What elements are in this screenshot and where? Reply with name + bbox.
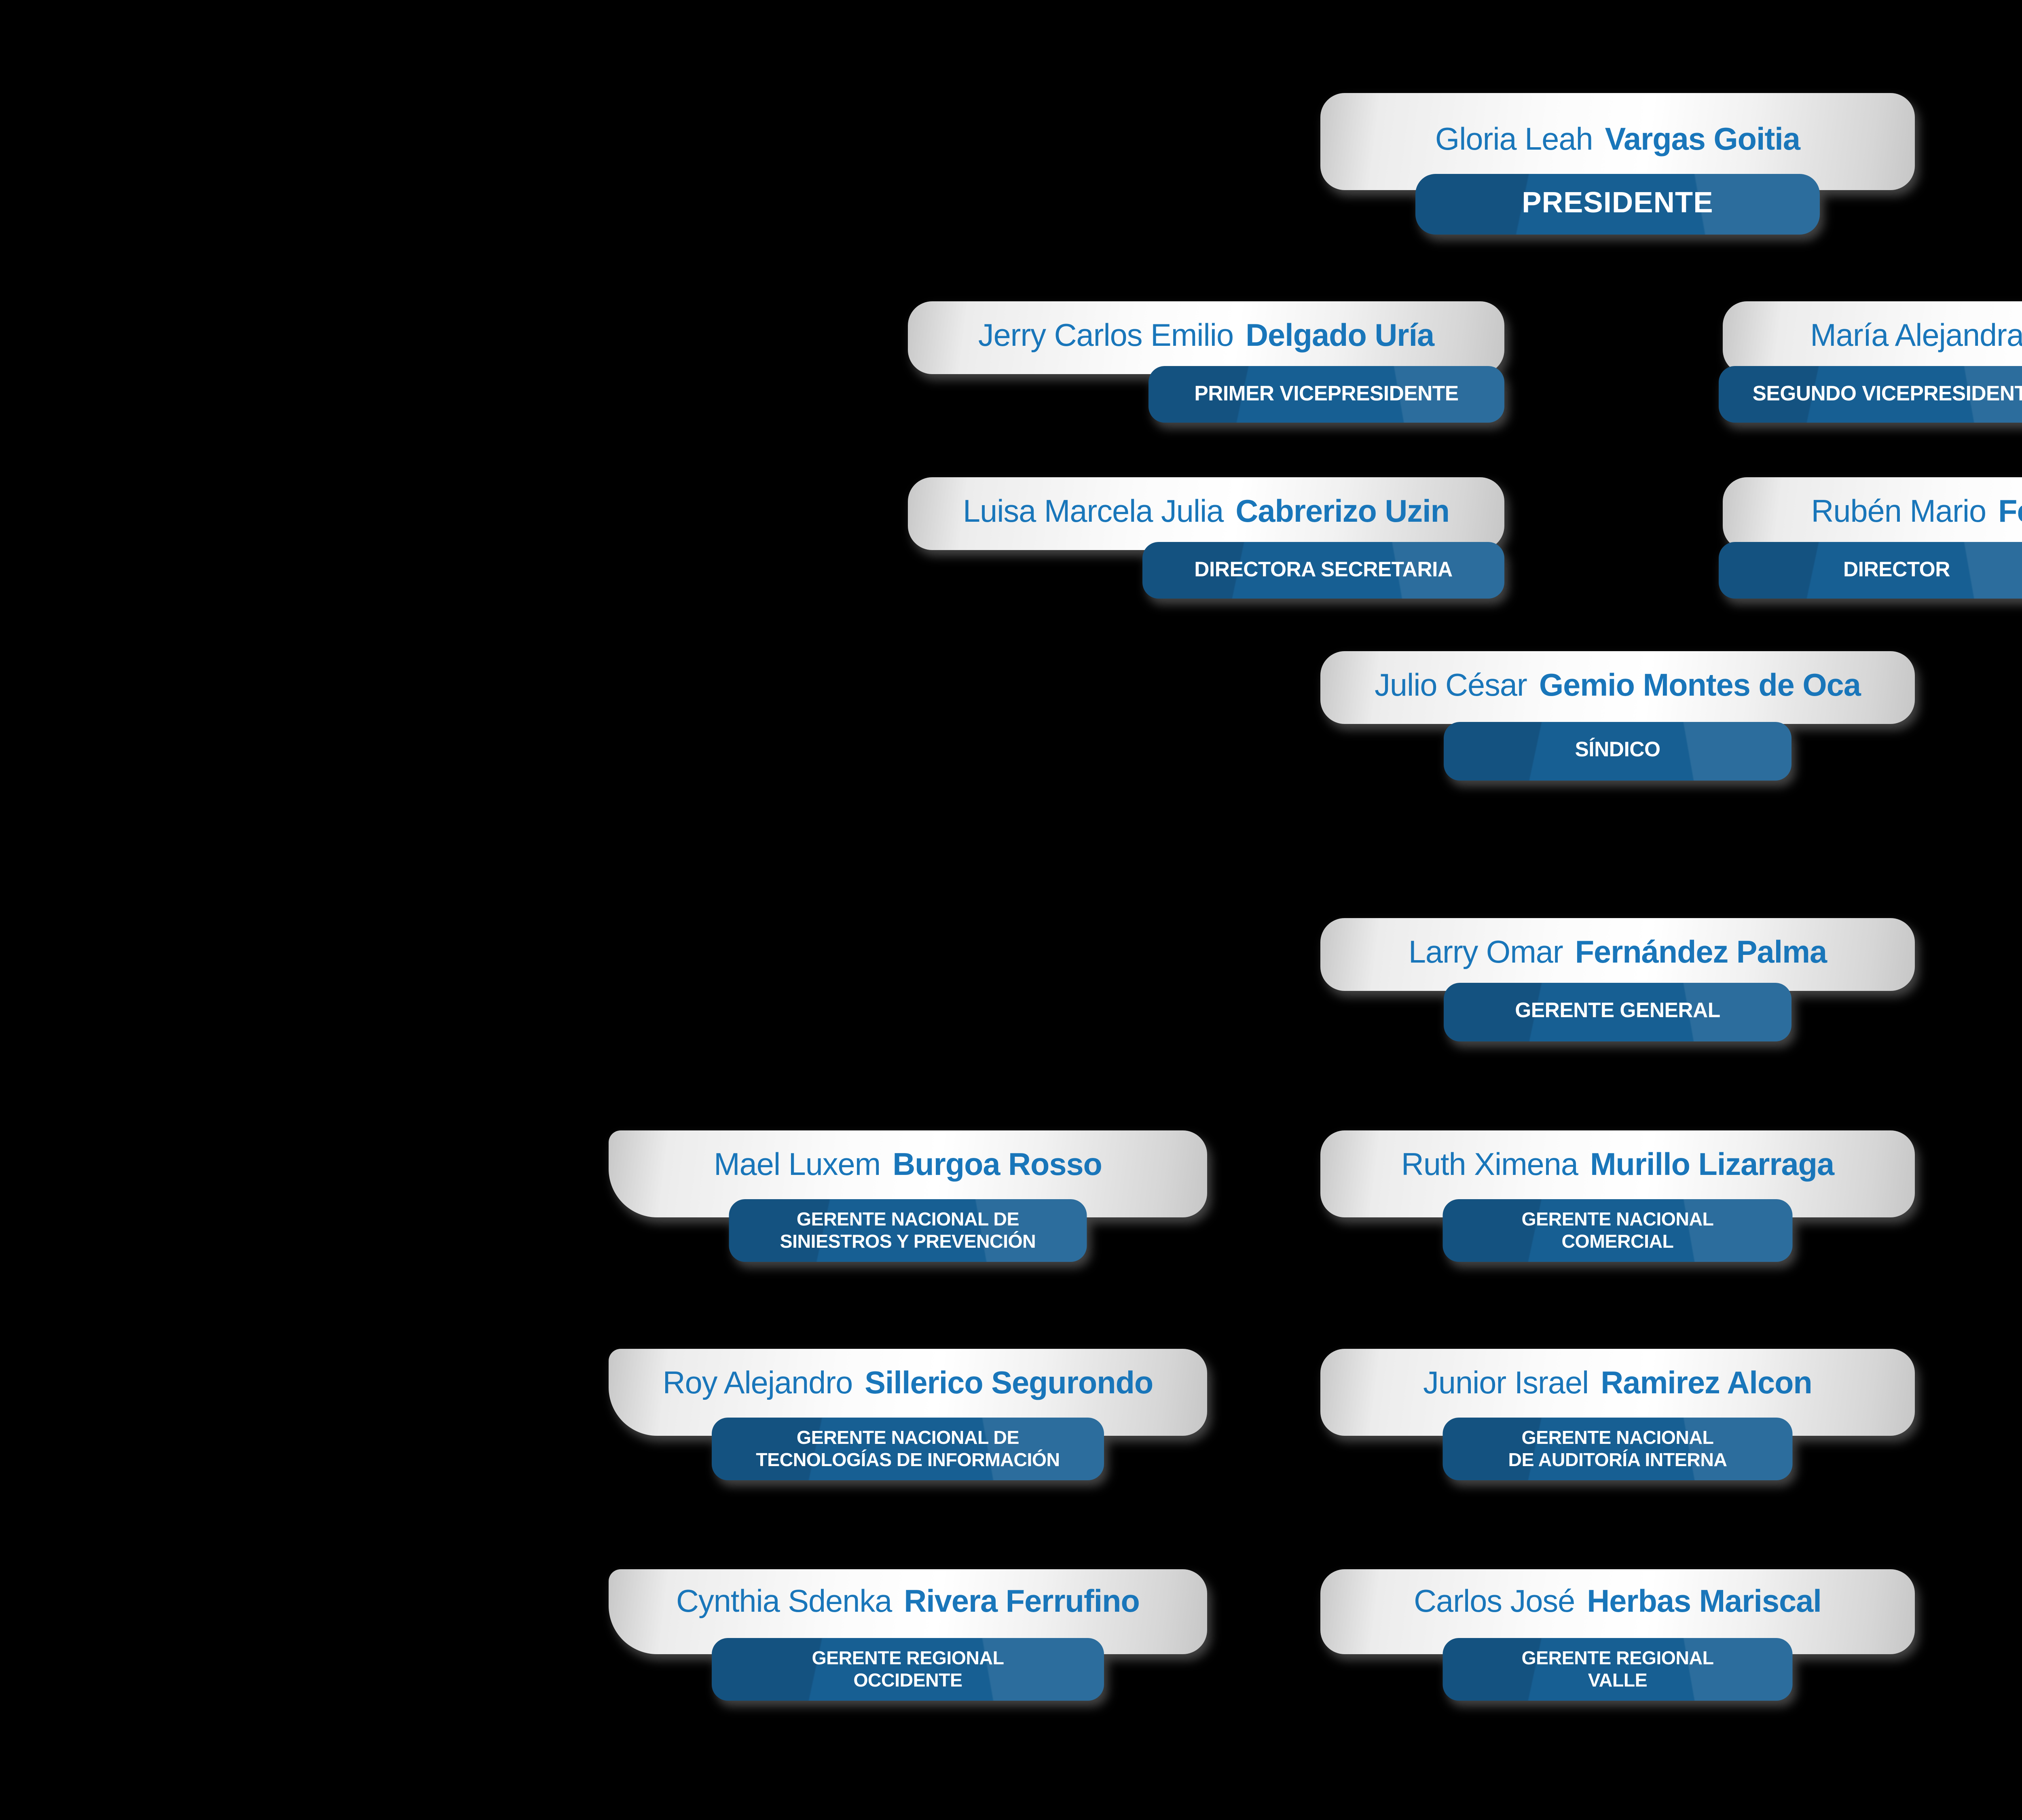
person-name: Larry Omar Fernández Palma: [1409, 936, 1827, 973]
role-pill: PRESIDENTE: [1415, 174, 1820, 235]
role-line: GERENTE GENERAL: [1515, 1001, 1720, 1023]
person-given-names: Rubén Mario: [1811, 495, 1986, 530]
role-pill: DIRECTORA SECRETARIA: [1142, 542, 1504, 599]
role-pill: SEGUNDO VICEPRESIDENTE: [1719, 366, 2022, 423]
person-surname: Fernández Palma: [1575, 936, 1827, 971]
person-surname: Cabrerizo Uzin: [1235, 495, 1450, 530]
person-name: Ruth Ximena Murillo Lizarraga: [1401, 1148, 1834, 1184]
person-surname: Rivera Ferrufino: [904, 1585, 1140, 1620]
role-line: SEGUNDO VICEPRESIDENTE: [1752, 383, 2022, 406]
role-line: GERENTE NACIONAL DE: [796, 1209, 1019, 1230]
person-name: Jerry Carlos Emilio Delgado Uría: [978, 320, 1434, 356]
person-name: Julio César Gemio Montes de Oca: [1375, 669, 1861, 706]
person-name: Cynthia Sdenka Rivera Ferrufino: [676, 1585, 1140, 1622]
role-line: PRIMER VICEPRESIDENTE: [1194, 383, 1459, 406]
org-card-gerente-general: Larry Omar Fernández Palma GERENTE GENERA…: [1320, 918, 1915, 1041]
role-line: DIRECTOR: [1843, 559, 1950, 582]
role-line: SINIESTROS Y PREVENCIÓN: [780, 1230, 1036, 1251]
org-card-sindico: Julio César Gemio Montes de Oca SÍNDICO: [1320, 651, 1915, 781]
org-card-presidente: Gloria Leah Vargas Goitia PRESIDENTE: [1320, 93, 1915, 235]
org-card-gerente-regional-occidente: Cynthia Sdenka Rivera Ferrufino GERENTE R…: [609, 1569, 1207, 1701]
person-name: Roy Alejandro Sillerico Segurondo: [662, 1366, 1154, 1403]
person-given-names: Gloria Leah: [1435, 123, 1593, 158]
role-line: COMERCIAL: [1561, 1230, 1674, 1251]
role-line: SÍNDICO: [1575, 740, 1660, 762]
role-line: OCCIDENTE: [853, 1669, 962, 1690]
person-given-names: María Alejandra: [1810, 320, 2022, 354]
org-card-gerente-siniestros: Mael Luxem Burgoa Rosso GERENTE NACIONAL …: [609, 1130, 1207, 1262]
person-surname: Ferrufino Goitia: [1998, 495, 2022, 530]
role-line: DIRECTORA SECRETARIA: [1194, 559, 1453, 582]
person-given-names: Junior Israel: [1423, 1366, 1589, 1401]
person-surname: Ramirez Alcon: [1601, 1366, 1812, 1401]
role-line: DE AUDITORÍA INTERNA: [1508, 1449, 1727, 1469]
role-line: VALLE: [1588, 1669, 1648, 1690]
person-surname: Burgoa Rosso: [893, 1147, 1102, 1182]
role-line: TECNOLOGÍAS DE INFORMACIÓN: [756, 1449, 1060, 1469]
person-name: Rubén Mario Ferrufino Goitia: [1811, 495, 2022, 532]
role-line: GERENTE NACIONAL: [1521, 1209, 1714, 1230]
person-given-names: Larry Omar: [1408, 936, 1563, 971]
role-line: GERENTE NACIONAL DE: [796, 1427, 1019, 1448]
person-surname: Gemio Montes de Oca: [1539, 669, 1861, 704]
person-given-names: Roy Alejandro: [662, 1366, 853, 1401]
role-line: GERENTE REGIONAL: [1521, 1648, 1714, 1668]
org-card-director: Rubén Mario Ferrufino Goitia DIRECTOR: [1719, 477, 2022, 599]
org-card-directora-secretaria: Luisa Marcela Julia Cabrerizo Uzin DIRECT…: [908, 477, 1504, 599]
person-name: Luisa Marcela Julia Cabrerizo Uzin: [963, 495, 1450, 532]
person-surname: Sillerico Segurondo: [865, 1366, 1153, 1401]
person-given-names: Luisa Marcela Julia: [963, 495, 1224, 530]
person-given-names: Cynthia Sdenka: [676, 1585, 892, 1620]
person-surname: Delgado Uría: [1246, 320, 1434, 354]
role-pill: DIRECTOR: [1719, 542, 2022, 599]
org-card-gerente-comercial: Ruth Ximena Murillo Lizarraga GERENTE NAC…: [1320, 1130, 1915, 1262]
role-line: GERENTE NACIONAL: [1521, 1427, 1714, 1448]
person-given-names: Jerry Carlos Emilio: [978, 320, 1234, 354]
person-given-names: Ruth Ximena: [1401, 1147, 1578, 1182]
person-name: Mael Luxem Burgoa Rosso: [714, 1148, 1102, 1184]
person-name: Carlos José Herbas Mariscal: [1414, 1585, 1822, 1622]
person-name: María AlejandraArana Molina: [1810, 320, 2022, 356]
role-line: PRESIDENTE: [1522, 188, 1713, 220]
role-pill: PRIMER VICEPRESIDENTE: [1148, 366, 1504, 423]
person-name: Gloria Leah Vargas Goitia: [1435, 123, 1800, 160]
person-surname: Vargas Goitia: [1605, 123, 1800, 158]
role-pill: SÍNDICO: [1444, 722, 1791, 781]
person-surname: Herbas Mariscal: [1587, 1585, 1822, 1620]
org-card-gerente-regional-valle: Carlos José Herbas Mariscal GERENTE REGIO…: [1320, 1569, 1915, 1701]
org-card-segundo-vicepresidente: María AlejandraArana Molina SEGUNDO VICE…: [1719, 301, 2022, 423]
role-line: GERENTE REGIONAL: [812, 1648, 1005, 1668]
person-surname: Murillo Lizarraga: [1590, 1147, 1834, 1182]
person-given-names: Julio César: [1375, 669, 1527, 704]
org-card-gerente-auditoria: Junior Israel Ramirez Alcon GERENTE NACIO…: [1320, 1349, 1915, 1480]
org-card-primer-vicepresidente: Jerry Carlos Emilio Delgado Uría PRIMER V…: [908, 301, 1504, 423]
person-given-names: Mael Luxem: [714, 1147, 881, 1182]
role-pill: GERENTE GENERAL: [1444, 983, 1791, 1041]
org-card-gerente-tecnologias: Roy Alejandro Sillerico Segurondo GERENTE…: [609, 1349, 1207, 1480]
person-name: Junior Israel Ramirez Alcon: [1423, 1366, 1813, 1403]
person-given-names: Carlos José: [1414, 1585, 1575, 1620]
